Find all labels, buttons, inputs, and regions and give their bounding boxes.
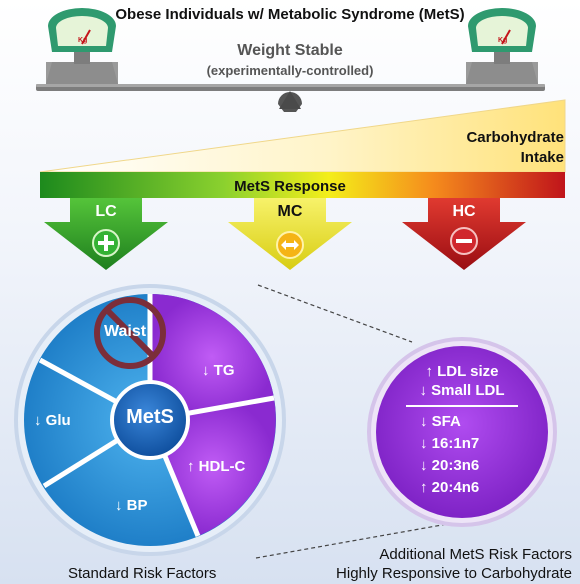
carb-intake-line2: Intake: [520, 149, 564, 166]
scale-icon-left: [46, 8, 118, 84]
dashed-connector-bottom: [255, 519, 471, 559]
left-caption: Standard Risk Factors: [68, 565, 217, 582]
hc-label: HC: [452, 203, 476, 220]
carb-intake-line1: Carbohydrate: [466, 129, 564, 146]
n7-label: ↓ 16:1n7: [420, 435, 480, 452]
right-caption-line1: Additional MetS Risk Factors: [379, 546, 572, 563]
dashed-connector-top: [257, 284, 413, 343]
tg-label: ↓ TG: [202, 362, 235, 379]
n6a-label: ↓ 20:3n6: [420, 457, 480, 474]
right-caption-line2: Highly Responsive to Carbohydrate: [336, 565, 572, 582]
mets-response-bar: [40, 172, 565, 198]
waist-label: Waist: [104, 323, 147, 340]
weight-stable-label: Weight Stable: [237, 42, 343, 59]
lc-label: LC: [95, 203, 117, 220]
segment-tg: [150, 294, 274, 420]
carb-intake-label: Carbohydrate Intake: [466, 128, 564, 168]
n6b-label: ↑ 20:4n6: [420, 479, 480, 496]
sfa-label: ↓ SFA: [420, 413, 461, 430]
small-ldl-label: ↓ Small LDL: [419, 382, 505, 399]
scale-unit-left: Kg: [78, 37, 88, 44]
mc-label: MC: [277, 203, 303, 220]
bp-label: ↓ BP: [115, 497, 148, 514]
glu-label: ↓ Glu: [34, 412, 71, 429]
ldl-size-label: ↑ LDL size: [425, 363, 499, 380]
mets-center-label: MetS: [126, 406, 174, 428]
mets-center: [110, 380, 190, 460]
controlled-label: (experimentally-controlled): [206, 63, 374, 78]
scale-unit-right: Kg: [498, 37, 508, 44]
prohibited-icon: [94, 297, 166, 369]
diagram-title: Obese Individuals w/ Metabolic Syndrome …: [115, 6, 465, 23]
scale-icon-right: [466, 8, 538, 84]
hdl-label: ↑ HDL-C: [187, 458, 246, 475]
mets-response-label: MetS Response: [234, 178, 346, 195]
